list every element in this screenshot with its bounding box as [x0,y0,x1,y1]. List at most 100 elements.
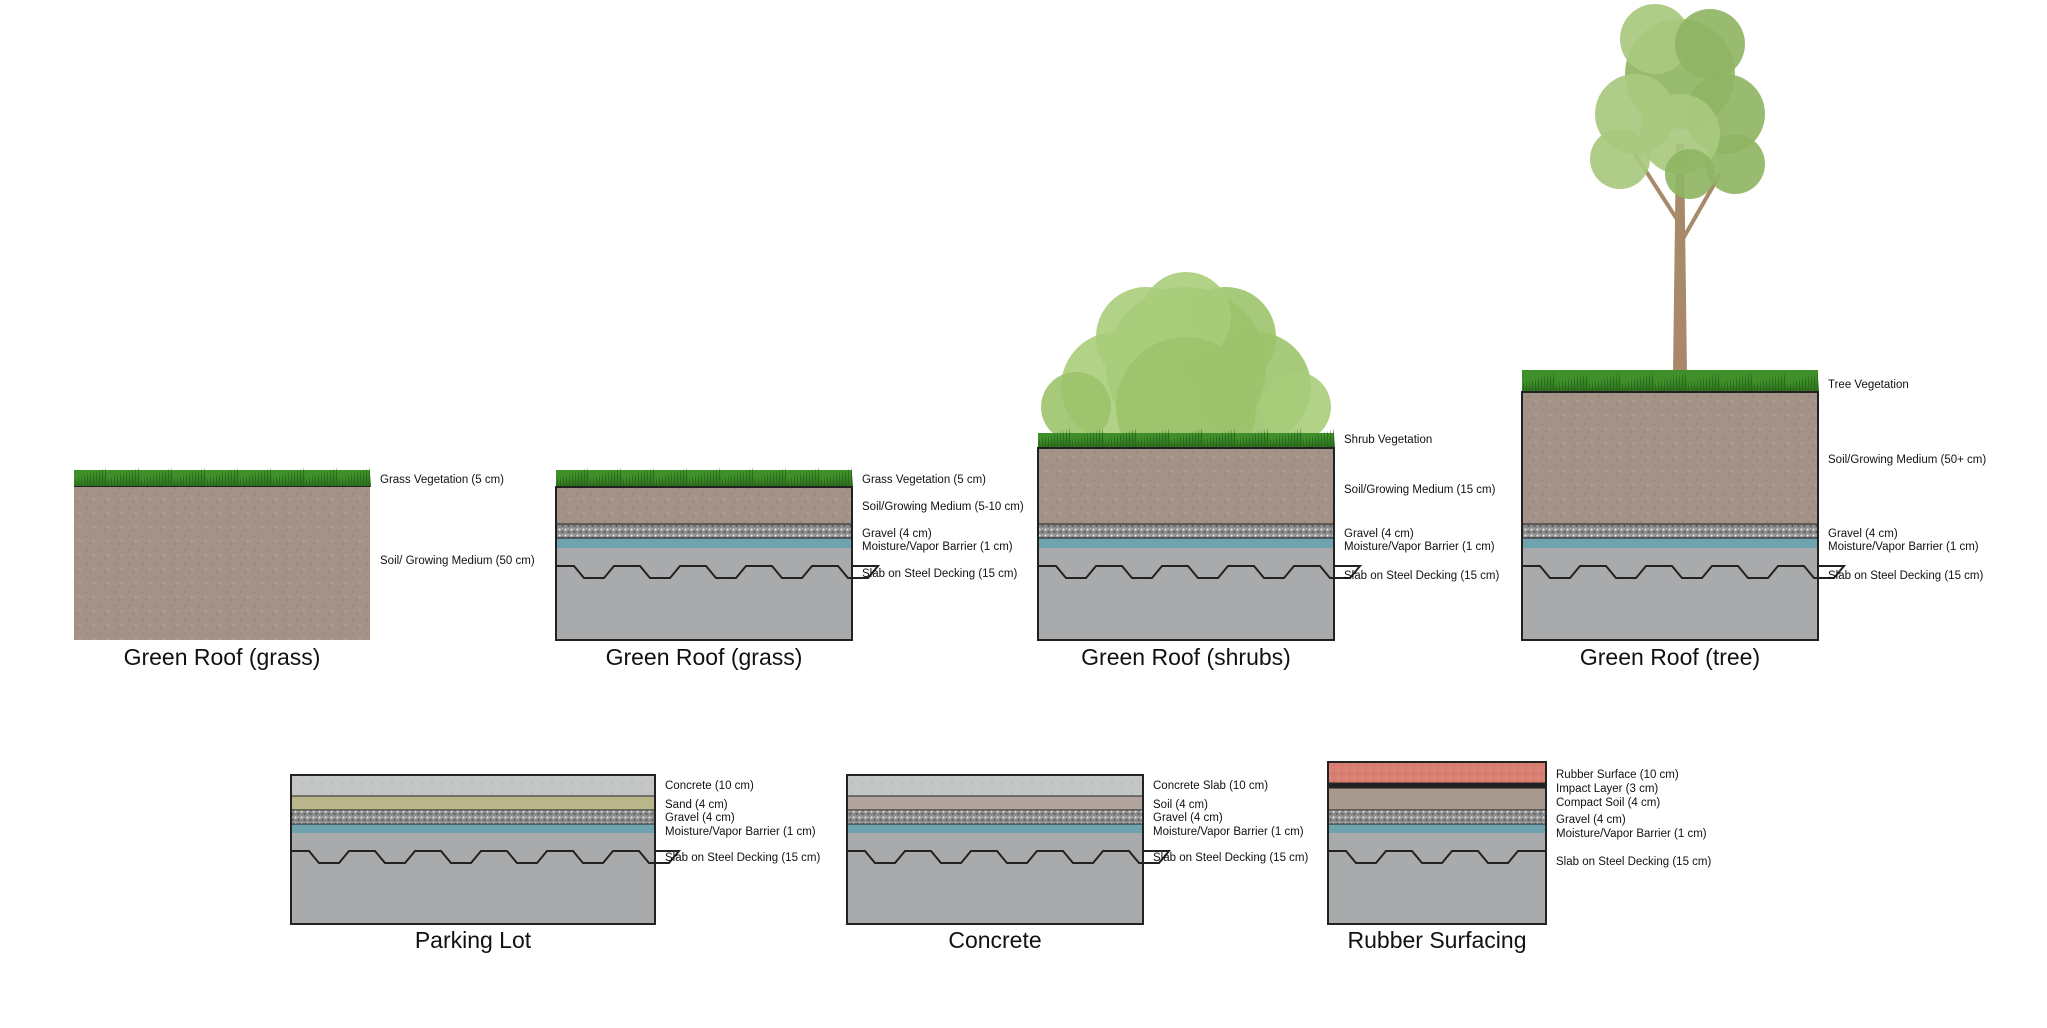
layer-label: Slab on Steel Decking (15 cm) [1344,570,1499,582]
layer-label: Concrete Slab (10 cm) [1153,780,1268,792]
layer-label: Impact Layer (3 cm) [1556,783,1658,795]
layer-label: Gravel (4 cm) [1556,814,1626,826]
layer-label: Slab on Steel Decking (15 cm) [1153,852,1308,864]
grass-blades [1038,428,1335,448]
concrete-fill [847,775,1143,796]
gravel-fill [847,810,1143,824]
layer-label: Gravel (4 cm) [1828,528,1898,540]
layer-label: Slab on Steel Decking (15 cm) [862,568,1017,580]
impact-fill [1328,783,1546,788]
section-outline [1327,761,1547,925]
layer-impact: Impact Layer (3 cm) [1328,782,1658,795]
layer-slab: Slab on Steel Decking (15 cm) [556,548,1017,640]
layer-label: Gravel (4 cm) [665,812,735,824]
layer-rubber: Rubber Surface (10 cm) [1328,761,1679,783]
layer-label: Moisture/Vapor Barrier (1 cm) [1556,828,1707,840]
barrier-fill [291,824,655,833]
slab-fill [847,833,1143,924]
section-outline [1037,447,1335,641]
tree-branch [1678,173,1722,245]
layer-gravel: Gravel (4 cm) [1522,523,1898,540]
steel-decking-profile [1328,850,1546,864]
layer-label: Gravel (4 cm) [862,528,932,540]
slab-fill [1038,548,1334,640]
section-title: Green Roof (grass) [124,644,321,670]
tree-trunk [1673,144,1687,374]
layer-slab: Slab on Steel Decking (15 cm) [1328,833,1711,924]
layer-label: Moisture/Vapor Barrier (1 cm) [1344,541,1495,553]
steel-decking-profile [1038,565,1363,579]
layer-label: Rubber Surface (10 cm) [1556,769,1679,781]
layer-label: Slab on Steel Decking (15 cm) [665,852,820,864]
section-outline [1521,391,1819,641]
layer-barrier: Moisture/Vapor Barrier (1 cm) [1038,537,1495,553]
layer-barrier: Moisture/Vapor Barrier (1 cm) [291,823,816,838]
layer-label: Grass Vegetation (5 cm) [862,474,986,486]
section-title: Parking Lot [415,927,532,953]
layer-label: Concrete (10 cm) [665,780,754,792]
shrub-foliage [1141,272,1231,362]
section-title: Green Roof (shrubs) [1081,644,1291,670]
tree-foliage [1665,149,1715,199]
layer-label: Grass Vegetation (5 cm) [380,474,504,486]
layer-slab: Slab on Steel Decking (15 cm) [847,833,1308,924]
section-green-roof-grass-1: Grass Vegetation (5 cm) Soil/ Growing Med… [74,467,535,670]
slab-fill [1522,548,1818,640]
layer-slab: Slab on Steel Decking (15 cm) [1038,548,1499,640]
layer-label: Gravel (4 cm) [1344,528,1414,540]
layer-barrier: Moisture/Vapor Barrier (1 cm) [1522,537,1979,553]
layer-concrete: Concrete Slab (10 cm) [847,774,1268,796]
rubber-fill [1328,762,1546,783]
layer-shrub: Shrub Vegetation [1038,272,1432,477]
tree-foliage [1705,134,1765,194]
section-title: Green Roof (tree) [1580,644,1760,670]
section-green-roof-grass-2: Grass Vegetation (5 cm) Soil/Growing Medi… [555,467,1024,670]
section-rubber-surfacing: Rubber Surface (10 cm) Impact Layer (3 cm… [1327,761,1711,953]
slab-fill [1328,833,1546,924]
layer-soil: Soil/ Growing Medium (50 cm) [74,487,535,640]
layer-label: Moisture/Vapor Barrier (1 cm) [1153,826,1304,838]
grass-blades [1522,372,1819,392]
layer-label: Sand (4 cm) [665,799,728,811]
barrier-fill [847,824,1143,833]
soil-fill [74,487,370,640]
layer-label: Soil/Growing Medium (5-10 cm) [862,501,1024,513]
layer-barrier: Moisture/Vapor Barrier (1 cm) [847,823,1304,838]
section-title: Green Roof (grass) [606,644,803,670]
layer-gravel: Gravel (4 cm) [847,809,1223,824]
layer-soil: Soil/Growing Medium (5-10 cm) [556,486,1024,524]
section-title: Concrete [948,927,1041,953]
layer-label: Slab on Steel Decking (15 cm) [1828,570,1983,582]
gravel-fill [1522,524,1818,538]
slab-fill [291,833,655,924]
layer-gravel: Gravel (4 cm) [291,809,735,824]
grass-blades [556,467,853,487]
layer-gravel: Gravel (4 cm) [1038,523,1414,540]
section-title: Rubber Surfacing [1348,927,1527,953]
slab-fill [556,548,852,640]
barrier-fill [1522,538,1818,548]
layer-label: Moisture/Vapor Barrier (1 cm) [862,541,1013,553]
steel-decking-profile [847,850,1172,864]
soil-fill [1522,392,1818,524]
layer-label: Soil (4 cm) [1153,799,1208,811]
tree-foliage [1620,4,1690,74]
soil-fill [1038,448,1334,524]
layer-soil: Soil/Growing Medium (50+ cm) [1522,391,1986,524]
gravel-fill [556,524,852,538]
tree-foliage [1675,9,1745,79]
layer-gravel: Gravel (4 cm) [1328,809,1626,826]
steel-decking-profile [556,565,881,579]
soil-fill [556,487,852,524]
layer-label: Soil/ Growing Medium (50 cm) [380,555,535,567]
layer-grass: Grass Vegetation (5 cm) [74,467,504,488]
layer-sand: Sand (4 cm) [291,795,728,811]
tree-foliage [1590,129,1650,189]
barrier-fill [1038,538,1334,548]
layer-slab: Slab on Steel Decking (15 cm) [1522,548,1983,640]
section-parking-lot: Concrete (10 cm) Sand (4 cm)Gravel (4 cm)… [290,774,820,953]
layer-slab: Slab on Steel Decking (15 cm) [291,833,820,924]
sand-fill [291,796,655,810]
gravel-fill [291,810,655,824]
